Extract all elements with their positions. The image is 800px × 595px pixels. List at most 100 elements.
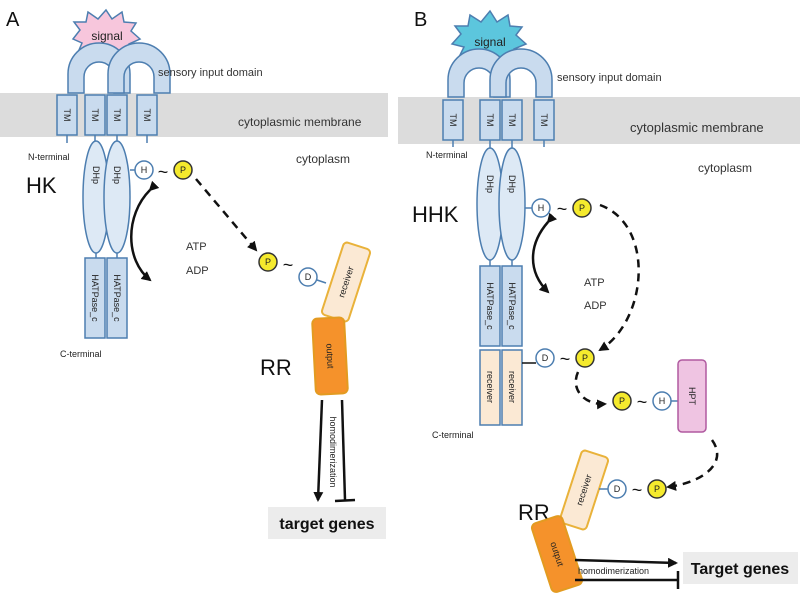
- hhk-receiver-box-b2: [501, 349, 523, 426]
- phosphate-circle-b4: [647, 479, 667, 499]
- tm-label-a1: TM: [62, 109, 72, 122]
- tm-label-a2: TM: [90, 109, 100, 122]
- histidine-label-b: H: [538, 203, 545, 213]
- dhp-ellipse-a2: [103, 140, 131, 254]
- tm-label-b1: TM: [448, 114, 458, 127]
- homodimerization-label-a: homodimerization: [328, 416, 338, 487]
- atp-adp-arrow-b: [531, 212, 558, 294]
- phosphate-circle-a2: [258, 252, 278, 272]
- atp-adp-arrow-a: [130, 180, 160, 282]
- hhk-receiver-box-b1: [479, 349, 501, 426]
- tm-label-b2: TM: [485, 114, 495, 127]
- membrane-b: [398, 97, 800, 144]
- hatpase-box-b2: [501, 265, 523, 347]
- tm-label-a3: TM: [112, 109, 122, 122]
- tilde-b4: ~: [632, 480, 643, 500]
- phosphotransfer-arrow-a: [195, 178, 258, 252]
- phosphate-label-a2: P: [265, 257, 271, 267]
- rr-output-label-a: output: [324, 343, 335, 369]
- tm-label-b4: TM: [539, 114, 549, 127]
- phosphotransfer-arrow-b2: [574, 371, 607, 410]
- phosphate-circle-b2: [575, 348, 595, 368]
- hhk-label: HHK: [412, 202, 459, 227]
- hatpase-label-b1: HATPase_c: [485, 282, 495, 330]
- n-terminal-label-b: N-terminal: [426, 150, 468, 160]
- histidine-label-b2: H: [659, 396, 666, 406]
- aspartate-label-a: D: [305, 272, 312, 282]
- phosphate-label-b3: P: [619, 396, 625, 406]
- panel-b-label: B: [414, 9, 427, 31]
- n-terminal-label-a: N-terminal: [28, 152, 70, 162]
- phosphate-label-b2: P: [582, 353, 588, 363]
- histidine-circle-a: [134, 160, 154, 180]
- phosphate-label-a1: P: [180, 165, 186, 175]
- repression-line-a: [340, 399, 347, 501]
- c-terminal-label-a: C-terminal: [60, 349, 102, 359]
- dhp-label-b1: DHp: [485, 175, 495, 193]
- target-genes-box-a: [268, 507, 386, 539]
- rr-receiver-box-b: [558, 449, 610, 531]
- hatpase-box-a1: [84, 257, 106, 339]
- dhp-ellipse-b2: [498, 147, 526, 261]
- phosphate-circle-b1: [572, 198, 592, 218]
- membrane-label-a: cytoplasmic membrane: [238, 115, 362, 129]
- tm-label-a4: TM: [142, 109, 152, 122]
- tilde-b2: ~: [560, 349, 571, 369]
- phosphate-circle-b3: [612, 391, 632, 411]
- panel-a-label: A: [6, 9, 20, 31]
- hpt-label: HPT: [687, 387, 697, 406]
- membrane-label-b: cytoplasmic membrane: [630, 120, 764, 135]
- tilde-b3: ~: [637, 392, 648, 412]
- c-terminal-label-b: C-terminal: [432, 430, 474, 440]
- tilde-b1: ~: [557, 199, 568, 219]
- hk-label: HK: [26, 173, 57, 198]
- dhp-label-a1: DHp: [91, 166, 101, 184]
- histidine-label-a: H: [141, 165, 148, 175]
- phosphotransfer-arrow-b1: [598, 203, 640, 352]
- aspartate-circle-a: [298, 267, 318, 287]
- hatpase-label-a2: HATPase_c: [112, 274, 122, 322]
- rr-receiver-a: receiver: [320, 241, 372, 323]
- rr-output-a: output: [311, 316, 349, 396]
- cytoplasm-label-a: cytoplasm: [296, 152, 350, 166]
- homodimerization-label-b: homodimerization: [578, 566, 649, 576]
- phosphate-label-b1: P: [579, 203, 585, 213]
- tilde-a1: ~: [158, 162, 169, 182]
- atp-label-a: ATP: [186, 241, 207, 253]
- target-genes-label-b: Target genes: [691, 561, 790, 578]
- aspartate-label-b1: D: [542, 353, 549, 363]
- panel-a: A cytoplasmic membrane cytoplasm signal …: [0, 8, 388, 539]
- phosphate-label-b4: P: [654, 484, 660, 494]
- rr-label-a: RR: [260, 355, 292, 380]
- signal-label-a: signal: [91, 29, 122, 43]
- adp-label-a: ADP: [186, 265, 209, 277]
- target-genes-label-a: target genes: [279, 516, 374, 533]
- hatpase-label-b2: HATPase_c: [507, 282, 517, 330]
- tilde-a2: ~: [283, 255, 294, 275]
- aspartate-label-b2: D: [614, 484, 621, 494]
- hhk-receiver-label-b2: receiver: [507, 371, 517, 403]
- rr-output-box-b: [530, 515, 584, 593]
- cytoplasm-label-b: cytoplasm: [698, 161, 752, 175]
- aspartate-circle-b2: [607, 479, 627, 499]
- activation-arrow-a: [313, 399, 324, 502]
- rr-output-b: output: [530, 515, 584, 593]
- sensory-label-b: sensory input domain: [557, 72, 662, 84]
- sensory-domain-right-b: [489, 48, 553, 98]
- hatpase-label-a1: HATPase_c: [90, 274, 100, 322]
- hatpase-box-b1: [479, 265, 501, 347]
- aspartate-circle-b1: [535, 348, 555, 368]
- phosphate-circle-a1: [173, 160, 193, 180]
- phosphotransfer-arrow-b3: [666, 439, 719, 491]
- d-connector-a: [316, 279, 327, 284]
- dhp-label-b2: DHp: [507, 175, 517, 193]
- rr-output-box-a: [311, 316, 349, 396]
- signal-label-b: signal: [474, 35, 505, 49]
- sensory-domain-right-a: [107, 42, 171, 94]
- atp-label-b: ATP: [584, 277, 605, 289]
- hhk-receiver-label-b1: receiver: [485, 371, 495, 403]
- rr-receiver-b: receiver: [558, 449, 610, 531]
- hpt-box: [677, 359, 707, 433]
- dhp-label-a2: DHp: [112, 166, 122, 184]
